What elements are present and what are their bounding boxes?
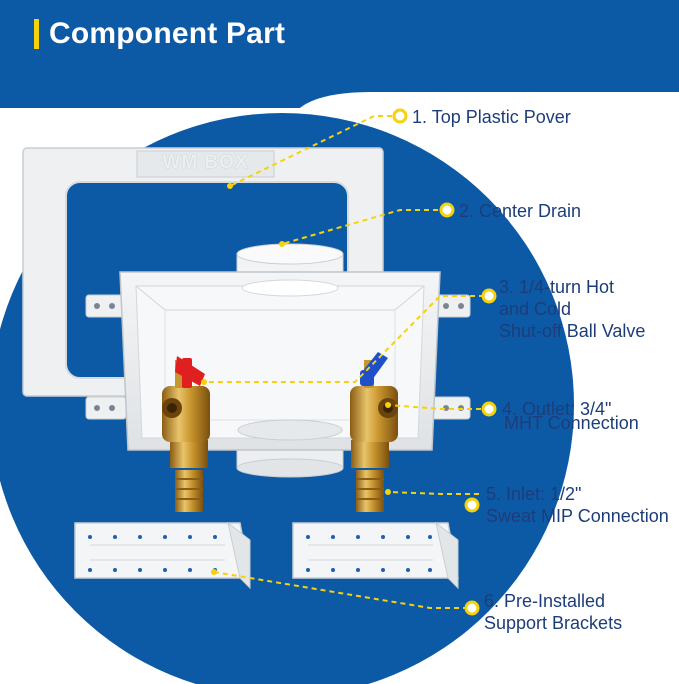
callout-leaders: [204, 115, 484, 609]
callout-2-line-1: 2. Center Drain: [459, 201, 582, 221]
callout-label-3: 3. 1/4-turn Hot and Cold: [499, 276, 614, 320]
leader-center-drain: [281, 209, 438, 245]
callout-label-3-cont: Shut-off Ball Valve: [499, 320, 645, 342]
callout-4-line-1: 4. Outlet: 3/4": [502, 399, 612, 419]
hot-shutoff-valve: [162, 356, 210, 512]
marker-1: [392, 108, 408, 124]
leader-outlet: [387, 404, 481, 410]
callout-6-line-1: 6. Pre-Installed: [484, 591, 606, 611]
callout-3-line-3: Shut-off Ball Valve: [499, 321, 646, 341]
callout-6-line-2: Support Brackets: [484, 613, 623, 633]
callout-label-2: 2. Center Drain: [459, 200, 581, 222]
header-accent-bar: [34, 19, 39, 49]
support-bracket-right: [292, 521, 459, 590]
callout-label-1: 1. Top Plastic Pover: [412, 106, 571, 128]
marker-6: [464, 600, 480, 616]
callout-label-4-cont: MHT Connection: [504, 412, 639, 434]
callout-5-line-1: 5. Inlet: 1/2": [486, 484, 582, 504]
callout-label-6: 6. Pre-Installed Support Brackets: [484, 590, 622, 634]
marker-2: [439, 202, 455, 218]
callout-3-line-1: 3. 1/4-turn Hot: [499, 277, 615, 297]
leader-top-plastic-cover: [229, 115, 392, 187]
callout-markers: [201, 108, 497, 616]
callout-1-line-1: 1. Top Plastic Pover: [412, 107, 571, 127]
callout-label-4: 4. Outlet: 3/4": [502, 398, 611, 420]
leader-ball-valve: [204, 295, 484, 383]
leader-brackets: [213, 571, 468, 609]
callout-5-line-2: Sweat MIP Connection: [486, 506, 669, 526]
callout-4-line-2: MHT Connection: [504, 413, 639, 433]
leader-inlet: [387, 491, 479, 495]
support-bracket-left: [74, 521, 251, 590]
section-header: Component Part: [14, 8, 330, 60]
marker-5: [464, 497, 480, 513]
cold-shutoff-valve: [350, 352, 398, 512]
header-title: Component Part: [49, 17, 286, 50]
callout-3-line-2: and Cold: [499, 299, 572, 319]
marker-4: [481, 401, 497, 417]
callout-label-5: 5. Inlet: 1/2" Sweat MIP Connection: [486, 483, 669, 527]
box-marking: WM BOX: [162, 152, 249, 173]
marker-3: [481, 288, 497, 304]
